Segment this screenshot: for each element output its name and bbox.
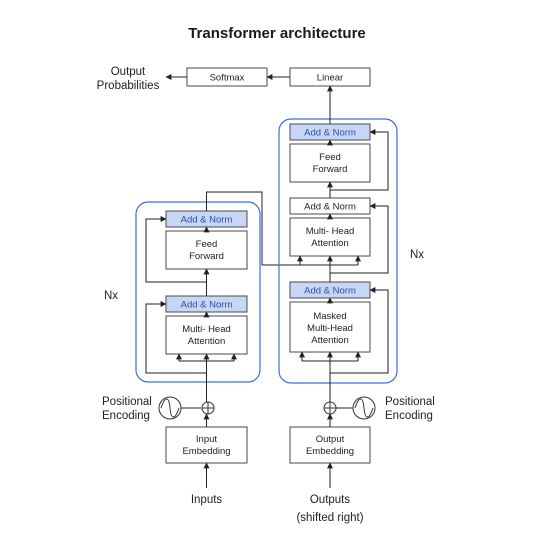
decoder-embedding-label-1: Output xyxy=(316,434,345,445)
decoder-masked-attention-label-3: Attention xyxy=(311,335,349,346)
encoder-pe-label-2: Encoding xyxy=(102,410,150,422)
decoder-pe-label-1: Positional xyxy=(385,396,435,408)
decoder-feed-forward xyxy=(289,143,371,183)
decoder-embedding-label-2: Embedding xyxy=(306,446,354,457)
encoder-input-embedding xyxy=(165,426,248,464)
decoder-pe-label-2: Encoding xyxy=(385,410,433,422)
encoder-feed-forward-label-2: Forward xyxy=(189,251,224,262)
diagram-title: Transformer architecture xyxy=(188,25,366,42)
encoder-plus-icon xyxy=(202,402,214,414)
decoder-nx-label: Nx xyxy=(410,249,424,261)
decoder-plus-icon xyxy=(324,402,336,414)
decoder-masked-attention xyxy=(289,301,371,353)
decoder-feed-forward-label-1: Feed xyxy=(319,152,341,163)
encoder-residual-top xyxy=(145,216,207,283)
encoder-feed-forward xyxy=(165,230,248,270)
encoder-residual-bottom xyxy=(145,301,207,374)
decoder-add-norm-top-label: Add & Norm xyxy=(304,128,356,139)
decoder-sine-wave-icon xyxy=(354,398,374,418)
encoder-attention-label-2: Attention xyxy=(188,336,226,347)
output-probabilities-label-1: Output xyxy=(111,66,146,78)
encoder-embedding-label-2: Embedding xyxy=(182,446,230,457)
encoder-output-line xyxy=(206,191,340,266)
decoder-residual-mid xyxy=(330,203,389,274)
decoder-residual-bottom xyxy=(330,287,389,374)
decoder-feed-forward-label-2: Forward xyxy=(313,164,348,175)
decoder-masked-attention-label-1: Masked xyxy=(313,311,346,322)
encoder-multi-head-attention xyxy=(165,315,248,355)
decoder-shifted-right-label: (shifted right) xyxy=(296,512,363,524)
decoder-cross-attention-label-1: Multi- Head xyxy=(306,226,355,237)
linear-label: Linear xyxy=(317,73,343,84)
decoder-output-embedding xyxy=(289,426,371,464)
decoder-add-norm-mid-label: Add & Norm xyxy=(304,202,356,213)
encoder-embedding-label-1: Input xyxy=(196,434,217,445)
decoder-add-norm-bottom-label: Add & Norm xyxy=(304,286,356,297)
decoder-masked-attention-label-2: Multi-Head xyxy=(307,323,353,334)
softmax-label: Softmax xyxy=(210,73,245,84)
encoder-feed-forward-label-1: Feed xyxy=(196,239,218,250)
decoder-outputs-label: Outputs xyxy=(310,494,351,506)
encoder-stack-border xyxy=(135,201,261,383)
output-probabilities-label-2: Probabilities xyxy=(97,80,160,92)
encoder-inputs-label: Inputs xyxy=(191,494,223,506)
encoder-pe-label-1: Positional xyxy=(102,396,152,408)
encoder-add-norm-top-label: Add & Norm xyxy=(181,215,233,226)
encoder-add-norm-bottom-label: Add & Norm xyxy=(181,300,233,311)
encoder-attention-label-1: Multi- Head xyxy=(182,324,231,335)
decoder-residual-top xyxy=(330,129,389,191)
encoder-nx-label: Nx xyxy=(104,290,118,302)
decoder-cross-attention-label-2: Attention xyxy=(311,238,349,249)
decoder-multi-head-attention xyxy=(289,217,371,257)
decoder-stack-border xyxy=(278,118,398,384)
encoder-sine-wave-icon xyxy=(160,398,180,418)
